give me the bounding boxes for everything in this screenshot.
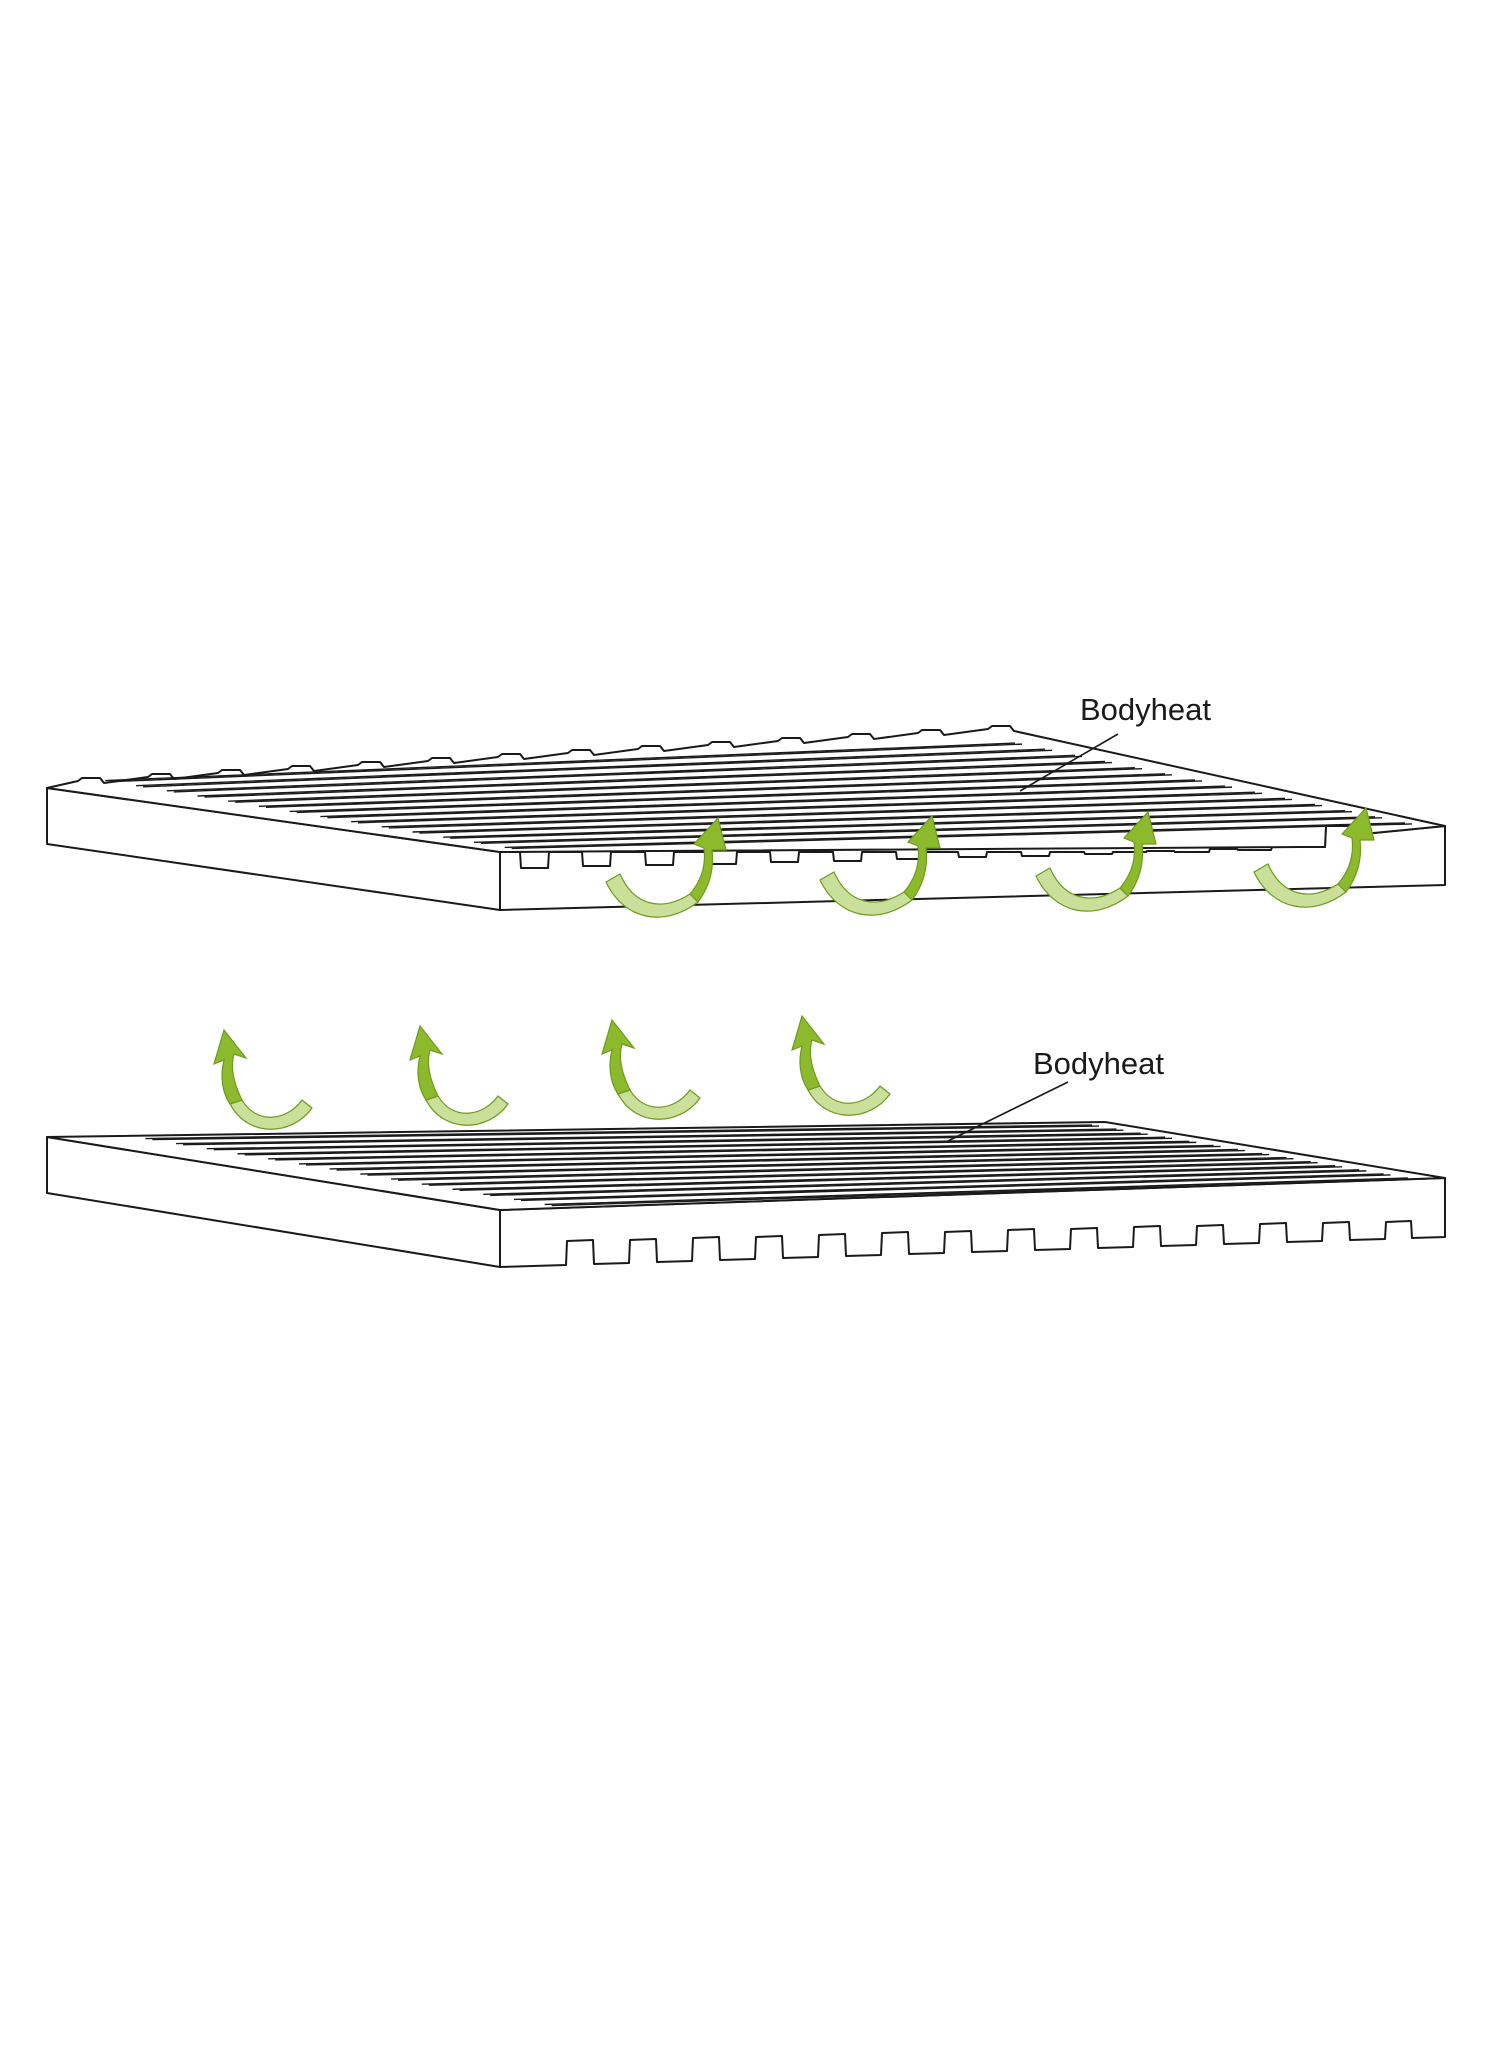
bottom-panel-groove-lines [145, 1124, 1415, 1207]
groove-line [136, 748, 1046, 787]
groove-line [358, 792, 1263, 824]
groove-line [235, 767, 1143, 803]
groove-line [513, 1173, 1384, 1201]
curved-heat-arrow-icon [601, 1019, 701, 1120]
groove-line [459, 1166, 1343, 1191]
groove-line [320, 785, 1226, 818]
groove-line [336, 1149, 1245, 1171]
groove-line [421, 1160, 1311, 1185]
groove-line [228, 766, 1136, 802]
bottom-mattress-panel [46, 1121, 1446, 1268]
groove-line [305, 1145, 1221, 1166]
groove-line [298, 1144, 1214, 1165]
bottom-bodyheat-label: Bodyheat [1033, 1046, 1164, 1081]
groove-line [520, 1174, 1391, 1202]
groove-line [296, 780, 1203, 814]
groove-line [329, 1148, 1238, 1170]
bottom-heat-arrows [213, 1015, 891, 1130]
groove-line [213, 1133, 1148, 1151]
curved-heat-arrow-icon [409, 1025, 509, 1126]
groove-line [544, 1177, 1408, 1206]
groove-line [237, 1136, 1166, 1155]
groove-line [258, 773, 1166, 807]
groove-line [381, 797, 1286, 828]
groove-line [173, 755, 1083, 793]
top-panel-groove-lines [105, 742, 1413, 850]
groove-line [166, 754, 1076, 792]
groove-line [244, 1137, 1173, 1156]
groove-line [419, 804, 1323, 834]
groove-line [428, 1162, 1318, 1186]
groove-line [268, 1140, 1190, 1160]
groove-line [289, 779, 1196, 813]
groove-line [327, 786, 1233, 819]
groove-line [490, 1170, 1367, 1197]
groove-line [551, 1178, 1415, 1207]
groove-line [152, 1125, 1100, 1141]
bottom-panel-end-face [499, 1177, 1446, 1268]
groove-line [360, 1152, 1263, 1175]
groove-line [206, 1132, 1141, 1150]
groove-line [105, 742, 1016, 782]
groove-line [398, 1157, 1294, 1181]
bottom-label-leader-line [947, 1081, 1069, 1142]
groove-line [443, 809, 1346, 838]
curved-heat-arrow-icon [213, 1029, 313, 1130]
groove-line [275, 1141, 1197, 1161]
groove-line [143, 749, 1053, 788]
groove-line [388, 798, 1293, 829]
groove-line [511, 823, 1413, 850]
top-label-leader-line [1019, 733, 1119, 792]
groove-line [483, 1169, 1360, 1196]
groove-line [504, 822, 1406, 849]
groove-line [145, 1124, 1093, 1140]
groove-line [367, 1153, 1270, 1176]
groove-line [351, 791, 1256, 823]
groove-line [412, 803, 1316, 833]
groove-line [450, 810, 1353, 839]
top-mattress-panel [46, 725, 1446, 911]
groove-line [112, 743, 1023, 783]
top-bodyheat-label: Bodyheat [1080, 692, 1211, 727]
groove-line [176, 1128, 1117, 1145]
curved-heat-arrow-icon [791, 1015, 891, 1116]
groove-line [452, 1165, 1336, 1190]
groove-line [265, 774, 1173, 809]
groove-line [391, 1156, 1287, 1180]
groove-line [204, 761, 1113, 798]
groove-line [197, 760, 1106, 797]
